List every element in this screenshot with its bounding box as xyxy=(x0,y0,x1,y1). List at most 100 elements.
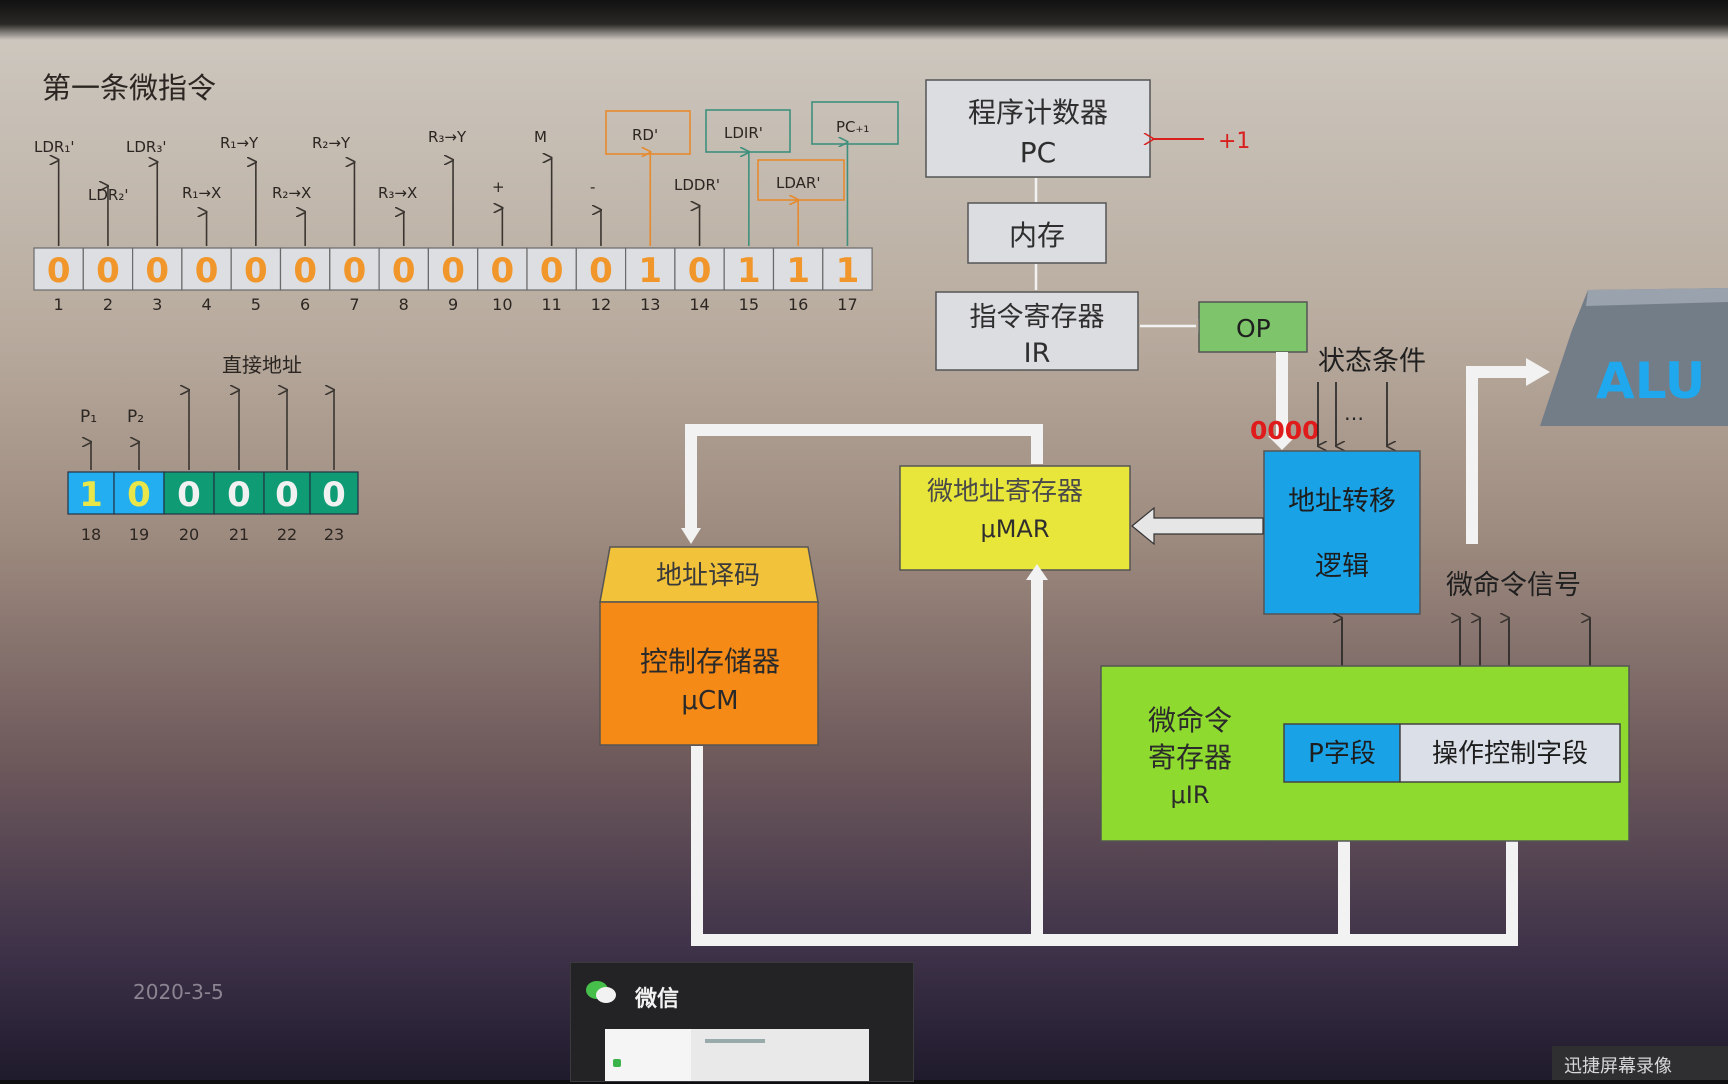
zeros-label: 0000 xyxy=(1250,416,1320,445)
bit-number: 4 xyxy=(201,295,211,314)
direct-address-label: 直接地址 xyxy=(222,353,302,377)
bit-cell xyxy=(477,247,528,291)
address-bit-value: 0 xyxy=(177,475,201,515)
signal-label: R₃→Y xyxy=(428,128,467,146)
bit-value: 0 xyxy=(244,251,268,291)
address-bit-cell xyxy=(213,471,265,515)
memory-box xyxy=(967,202,1107,264)
address-bit-value: 1 xyxy=(79,475,103,515)
address-bit-number: 22 xyxy=(277,525,297,544)
bit-value: 0 xyxy=(293,251,317,291)
bit-cell xyxy=(378,247,430,291)
bit-cell xyxy=(674,247,725,291)
p1-label: P₁ xyxy=(80,407,97,427)
ir-abbr: IR xyxy=(1024,338,1051,369)
signal-label: LDR₃' xyxy=(126,138,166,156)
address-bit-value: 0 xyxy=(227,475,251,515)
signal-label: LDR₂' xyxy=(88,186,128,204)
umar-to-decode-pipe xyxy=(685,424,1043,532)
pc-abbr: PC xyxy=(1020,136,1056,169)
thumbnail-dot xyxy=(613,1059,621,1067)
signal-labels: LDR₁'LDR₂'LDR₃'R₁→XR₁→YR₂→XR₂→YR₃→XR₃→Y+… xyxy=(34,118,869,204)
bit-cell xyxy=(822,247,873,291)
transfer-logic-box xyxy=(1263,450,1421,615)
cm-abbr: μCM xyxy=(681,686,738,716)
ldar-highlight-box xyxy=(757,159,845,201)
bit-value: 1 xyxy=(638,251,662,291)
signal-label: RD' xyxy=(632,126,658,144)
signal-label: PC₊₁ xyxy=(836,118,869,136)
signal-label: + xyxy=(492,178,505,196)
address-bit-cell xyxy=(113,471,165,515)
signal-label: - xyxy=(590,178,595,196)
signal-label: R₂→X xyxy=(272,184,311,202)
bit-value: 0 xyxy=(441,251,465,291)
bit-value: 0 xyxy=(96,251,120,291)
status-dots: … xyxy=(1344,401,1364,425)
address-bit-number: 20 xyxy=(179,525,199,544)
signal-label: M xyxy=(534,128,547,146)
bit-number: 17 xyxy=(837,295,857,314)
alu-label: ALU xyxy=(1596,352,1705,410)
bit-value: 0 xyxy=(491,251,515,291)
umar-box xyxy=(899,465,1131,571)
p-field-label: P字段 xyxy=(1308,739,1376,769)
alu-top-face xyxy=(1586,288,1728,306)
bit-cell xyxy=(279,247,331,291)
op-field-box xyxy=(1399,723,1621,783)
op-to-transfer-arrowhead xyxy=(1268,436,1296,450)
signal-label: LDDR' xyxy=(674,176,720,194)
bit-value: 0 xyxy=(145,251,169,291)
wechat-icon xyxy=(586,981,616,1003)
cm-to-uir-pipe xyxy=(691,746,1518,946)
signal-to-alu-arrowhead xyxy=(1526,358,1550,386)
top-screen-edge xyxy=(0,0,1728,40)
transfer-line2: 逻辑 xyxy=(1315,551,1369,582)
bit-value: 0 xyxy=(392,251,416,291)
uir-abbr: μIR xyxy=(1170,781,1209,809)
pc-box xyxy=(925,79,1151,178)
rd-highlight-box xyxy=(605,110,691,155)
op-label: OP xyxy=(1236,314,1271,343)
date-label: 2020-3-5 xyxy=(133,980,224,1004)
umar-to-decode-arrowhead xyxy=(681,528,701,544)
address-bit-cell xyxy=(67,471,115,515)
signal-label: R₁→X xyxy=(182,184,221,202)
transfer-line1: 地址转移 xyxy=(1288,486,1396,517)
umar-name: 微地址寄存器 xyxy=(927,477,1083,507)
cm-name: 控制存储器 xyxy=(640,645,780,678)
address-bit-number: 23 xyxy=(324,525,344,544)
bit-value: 0 xyxy=(589,251,613,291)
wechat-thumbnail[interactable] xyxy=(605,1029,869,1081)
bit-number: 5 xyxy=(251,295,261,314)
p2-label: P₂ xyxy=(127,407,144,427)
bit-number: 3 xyxy=(152,295,162,314)
next-address-arrows xyxy=(91,390,334,470)
uir-line2: 寄存器 xyxy=(1148,741,1232,774)
control-memory-box xyxy=(599,601,819,746)
bit-cell xyxy=(624,247,676,291)
signal-label: LDIR' xyxy=(724,124,763,142)
signal-label: LDAR' xyxy=(776,174,820,192)
alu-shape xyxy=(1540,288,1728,426)
address-bit-number: 19 xyxy=(129,525,149,544)
bit-number: 8 xyxy=(399,295,409,314)
wechat-title: 微信 xyxy=(635,987,680,1012)
uir-line1: 微命令 xyxy=(1148,704,1232,737)
address-bit-cell xyxy=(309,471,359,515)
bit-cell xyxy=(427,247,479,291)
umar-abbr: μMAR xyxy=(980,515,1049,543)
address-bit-value: 0 xyxy=(322,475,346,515)
pc-name: 程序计数器 xyxy=(968,96,1108,129)
op-box xyxy=(1198,301,1308,353)
recorder-label: 迅捷屏幕录像 xyxy=(1564,1056,1672,1077)
address-bit-cell xyxy=(163,471,215,515)
wechat-preview-window[interactable]: 微信 xyxy=(570,962,914,1082)
bit-number: 14 xyxy=(689,295,709,314)
bit-number: 13 xyxy=(640,295,660,314)
ir-box xyxy=(935,291,1139,371)
